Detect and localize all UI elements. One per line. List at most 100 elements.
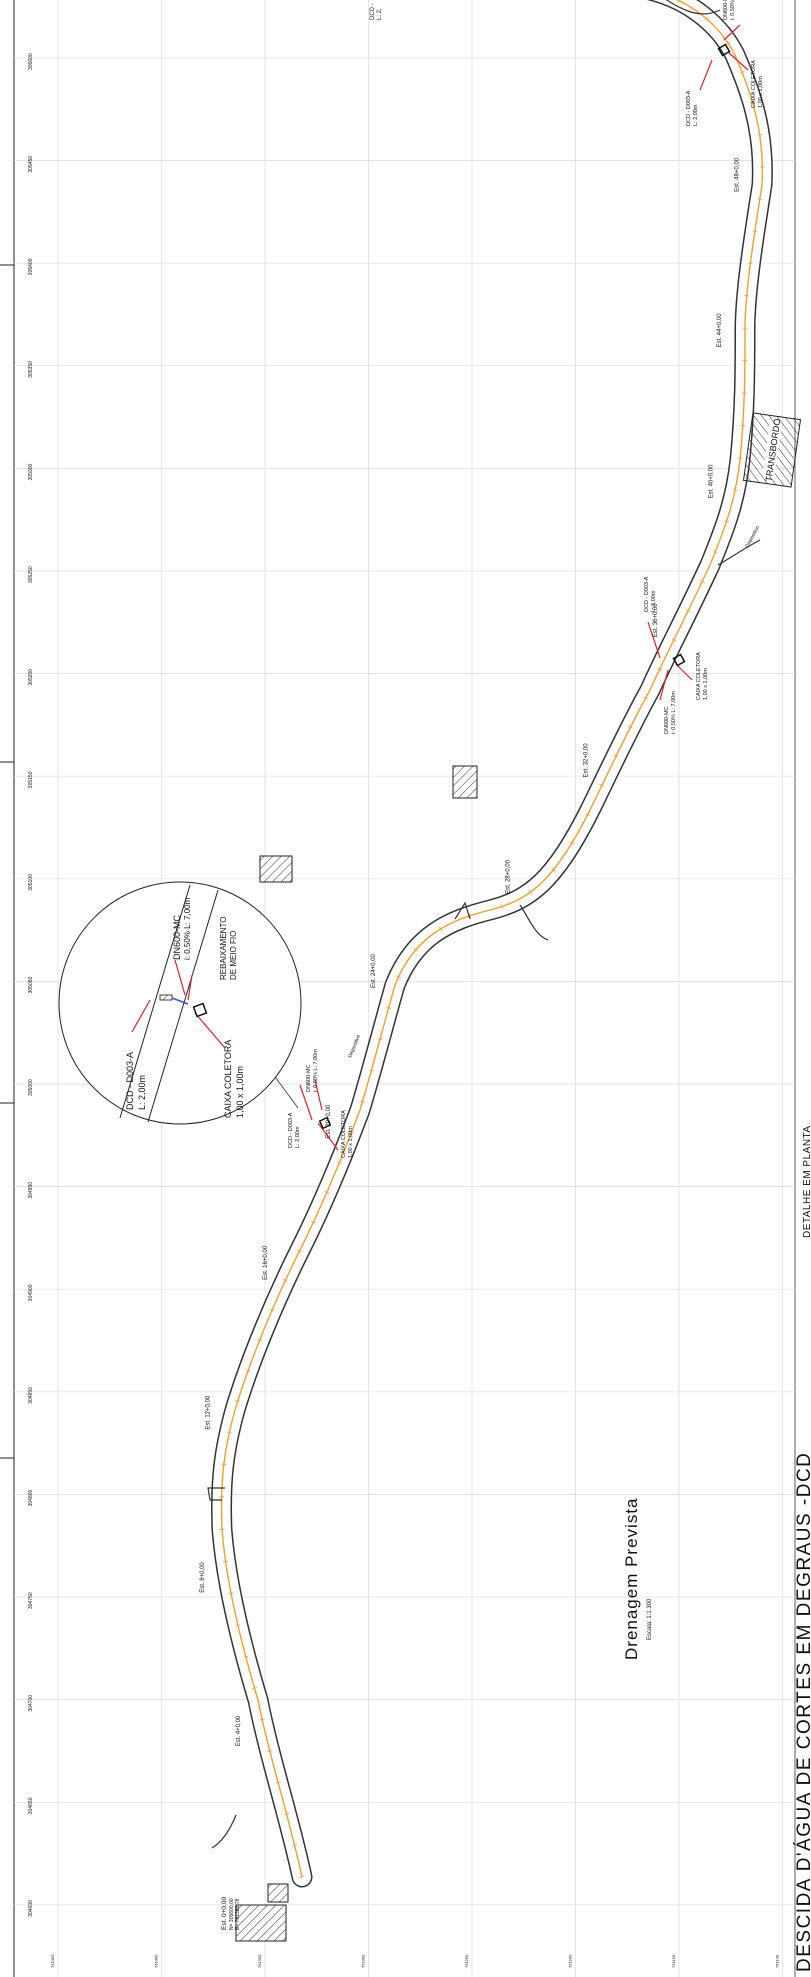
station-label: Est. 36+0,00 bbox=[653, 603, 659, 638]
frame-ticks bbox=[0, 264, 14, 1459]
station-tick bbox=[235, 1400, 241, 1403]
start-northing: N= 305600,00 bbox=[229, 1898, 235, 1930]
svg-text:i: 0,50% L: 7,00m: i: 0,50% L: 7,00m bbox=[730, 0, 736, 20]
station-tick bbox=[349, 1130, 355, 1134]
station-tick bbox=[245, 1369, 251, 1372]
station-tick bbox=[569, 841, 575, 845]
grid-label-x: 761450 bbox=[50, 1954, 55, 1968]
station-tick bbox=[259, 1718, 265, 1721]
coordinate-grid bbox=[14, 0, 795, 1977]
drawing-title: DESCIDA D'ÁGUA DE CORTES EM DEGRAUS -DCD bbox=[794, 1452, 811, 1972]
station-tick bbox=[257, 1338, 263, 1342]
svg-text:DCD -: DCD - bbox=[370, 3, 376, 20]
station-tick bbox=[704, 16, 709, 22]
station-labels: Est. 4+0,00 Est. 8+0,00 Est. 12+0,00 Est. 1… bbox=[200, 157, 741, 1746]
detail-reb-line2: DE MEIO FIO bbox=[229, 931, 238, 980]
station-ticks bbox=[219, 0, 765, 1878]
legend-block: Drenagem Prevista Escala: 1:1.300 bbox=[622, 1497, 653, 1660]
structure-mid bbox=[452, 765, 478, 799]
station-tick bbox=[724, 520, 730, 523]
grid-label-y: 305050 bbox=[28, 976, 34, 993]
station-tick bbox=[757, 133, 763, 136]
station-label: Est. 48+0,00 bbox=[734, 157, 740, 192]
svg-text:DCD - D003-A: DCD - D003-A bbox=[644, 576, 650, 612]
station-label: Est. 12+0,00 bbox=[205, 1395, 211, 1430]
grid-label-y: 305200 bbox=[28, 669, 34, 686]
station-tick bbox=[337, 1161, 342, 1164]
legend-scale: Escala: 1:1.300 bbox=[647, 1598, 653, 1640]
station-tick bbox=[297, 1249, 302, 1253]
station-tick bbox=[528, 889, 533, 895]
grid-label-x: 761350 bbox=[257, 1954, 262, 1968]
grid-label-y: 305000 bbox=[28, 1079, 34, 1096]
station-tick bbox=[292, 1844, 298, 1847]
grid-label-y: 305150 bbox=[28, 771, 34, 788]
grid-label-y: 304800 bbox=[28, 1489, 34, 1506]
structure-start-small bbox=[267, 1883, 289, 1903]
svg-text:L: 2,00m: L: 2,00m bbox=[651, 590, 657, 612]
station-tick bbox=[752, 230, 758, 233]
detail-callout: DN600-MC i: 0,50% L: 7,00m REBAIXAMENTO … bbox=[58, 881, 302, 1125]
station-label: Est. 8+0,00 bbox=[200, 1562, 206, 1593]
station-tick bbox=[251, 1687, 257, 1690]
svg-text:CAIXA COLETORA: CAIXA COLETORA bbox=[341, 1110, 347, 1158]
station-label: Est. 28+0,00 bbox=[506, 859, 512, 894]
detail-dn-label: DN600-MC bbox=[172, 914, 182, 960]
station-tick bbox=[228, 1592, 234, 1595]
station-label: Est. 32+0,00 bbox=[583, 743, 589, 778]
grid-label-x: 761200 bbox=[568, 1954, 573, 1968]
grid-label-x: 761150 bbox=[671, 1954, 676, 1968]
svg-text:1,00 x 1,00m: 1,00 x 1,00m bbox=[703, 668, 709, 700]
station-tick bbox=[628, 725, 633, 729]
svg-text:CAIXA COLETORA: CAIXA COLETORA bbox=[696, 652, 702, 700]
svg-text:DN600-MC: DN600-MC bbox=[306, 1064, 312, 1092]
station-tick bbox=[469, 913, 472, 919]
station-tick bbox=[413, 947, 419, 952]
station-tick bbox=[747, 262, 753, 265]
station-tick bbox=[585, 813, 591, 817]
station-tick bbox=[685, 609, 691, 613]
top-fragment: DCD - L: 2, bbox=[370, 3, 383, 20]
detail-reb-line1: REBAIXAMENTO bbox=[219, 917, 228, 980]
detail-caixa-dims: 1,00 x 1,00m bbox=[235, 1066, 245, 1118]
start-easting: E= 761386,78 bbox=[235, 1899, 241, 1930]
station-tick bbox=[324, 1190, 330, 1194]
coordinate-labels: 3056003054503054003053503053003052503052… bbox=[28, 53, 780, 1968]
station-tick bbox=[699, 580, 705, 583]
station-label: Est. 4+0,00 bbox=[236, 1715, 242, 1746]
structure-start-large bbox=[235, 1904, 287, 1942]
station-label: Est. 16+0,00 bbox=[263, 1245, 269, 1280]
drainage-devices bbox=[299, 24, 749, 1151]
station-tick bbox=[439, 926, 443, 932]
station-tick bbox=[368, 1069, 374, 1072]
svg-text:L: 2,: L: 2, bbox=[377, 8, 383, 20]
station-tick bbox=[712, 550, 718, 554]
station-label: Est. 20+0,00 bbox=[326, 1104, 332, 1139]
station-tick bbox=[275, 1781, 281, 1784]
station-tick bbox=[311, 1220, 316, 1224]
grid-label-y: 305400 bbox=[28, 258, 34, 275]
station-tick bbox=[732, 489, 738, 491]
grid-label-x: 761300 bbox=[361, 1954, 366, 1968]
grid-label-y: 304900 bbox=[28, 1284, 34, 1301]
station-tick bbox=[243, 1655, 249, 1658]
detail-dcd-label: DCD - D003-A bbox=[125, 1052, 135, 1110]
structure-mid-left bbox=[259, 855, 293, 883]
svg-text:DN600-MC: DN600-MC bbox=[723, 0, 729, 20]
station-label: Est. 24+0,00 bbox=[371, 954, 377, 989]
station-tick bbox=[678, 0, 681, 4]
svg-text:1,00 x 1,00m: 1,00 x 1,00m bbox=[758, 76, 764, 108]
grid-label-y: 304850 bbox=[28, 1387, 34, 1404]
station-tick bbox=[671, 638, 677, 642]
svg-text:DN600-MC: DN600-MC bbox=[664, 706, 670, 734]
svg-text:L: 2,00m: L: 2,00m bbox=[693, 104, 699, 126]
device-annotations-top: DCD - D003-A L: 2,00m CAIXA COLETORA 1,0… bbox=[686, 0, 764, 126]
station-tick bbox=[551, 867, 556, 872]
detail-dcd-length: L: 2,00m bbox=[137, 1075, 147, 1110]
detail-dn-info: i: 0,50% L: 7,00m bbox=[183, 897, 192, 960]
grid-label-x: 761400 bbox=[154, 1954, 159, 1968]
station-tick bbox=[226, 1431, 232, 1434]
grid-label-y: 305300 bbox=[28, 463, 34, 480]
grid-label-y: 305450 bbox=[28, 156, 34, 173]
station-tick bbox=[223, 1560, 229, 1563]
